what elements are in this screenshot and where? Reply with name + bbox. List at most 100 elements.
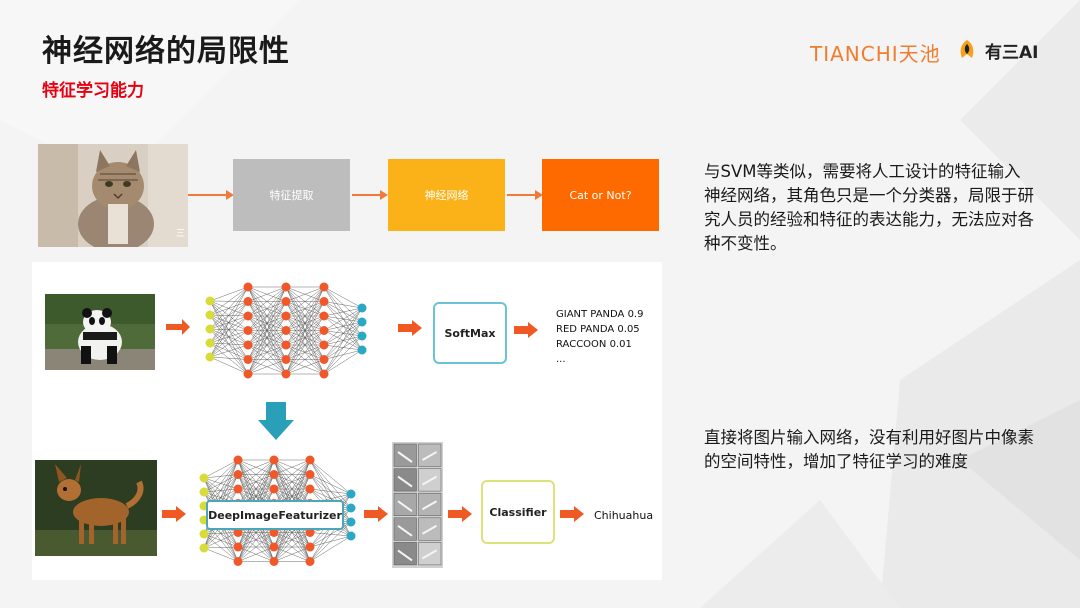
feature-map-stroke <box>422 524 437 535</box>
network-edge <box>209 342 249 375</box>
network-edge <box>209 315 249 358</box>
network-node <box>357 317 367 327</box>
panda-network-layers <box>205 282 367 379</box>
arrow-to-result <box>560 506 584 522</box>
network-node <box>319 355 329 364</box>
network-node <box>305 455 315 465</box>
network-edge <box>323 330 363 351</box>
network-node <box>305 470 315 479</box>
network-edge <box>323 315 363 337</box>
network-edge <box>209 356 249 375</box>
network-edge <box>323 335 363 375</box>
network-edge <box>237 459 275 504</box>
network-node <box>281 326 291 335</box>
network-node <box>233 557 243 566</box>
network-edge <box>209 356 249 360</box>
feature-map-stroke <box>397 549 413 562</box>
network-edge <box>237 459 275 475</box>
feature-map-stroke <box>422 475 437 486</box>
network-edge <box>209 344 249 358</box>
panda-image <box>45 294 155 370</box>
neural-network-box: 神经网络 <box>388 159 505 231</box>
network-edge <box>323 286 363 309</box>
network-node <box>205 352 215 362</box>
network-edge <box>203 532 239 549</box>
network-node <box>281 297 291 306</box>
network-node <box>205 324 215 334</box>
network-node <box>205 310 215 320</box>
network-edge <box>247 286 287 375</box>
network-node <box>305 484 315 494</box>
network-edge <box>247 286 287 317</box>
network-node <box>269 557 279 566</box>
result-label: Chihuahua <box>594 509 654 522</box>
yousan-logo: 有三AI <box>985 43 1039 63</box>
arrow-to-softmax <box>398 320 422 336</box>
network-edge <box>323 307 363 317</box>
feature-extraction-box: 特征提取 <box>233 159 350 231</box>
network-edge <box>203 459 239 479</box>
network-node <box>281 311 291 321</box>
network-node <box>281 340 291 350</box>
paragraph-raw-pixels: 直接将图片输入网络，没有利用好图片中像素的空间特性，增加了特征学习的难度 <box>704 428 1034 471</box>
network-edge <box>323 307 363 331</box>
network-edge <box>309 535 352 562</box>
network-edge <box>323 301 363 323</box>
softmax-box: SoftMax <box>433 302 507 364</box>
network-edge <box>209 328 249 346</box>
network-node <box>346 517 356 527</box>
cat-watermark: 三 <box>176 229 185 239</box>
network-node <box>269 470 279 479</box>
network-node <box>233 528 243 537</box>
prediction-list: GIANT PANDA 0.9 RED PANDA 0.05 RACCOON 0… <box>556 307 643 367</box>
arrow-3 <box>507 190 543 200</box>
network-edge <box>209 286 249 316</box>
down-arrow-icon <box>258 402 294 440</box>
network-edge <box>209 301 249 358</box>
feature-map-cell <box>393 443 417 467</box>
network-edge <box>285 330 325 375</box>
network-node <box>357 345 367 355</box>
network-edge <box>209 314 249 360</box>
prediction-item: GIANT PANDA 0.9 <box>556 309 644 320</box>
network-node <box>346 503 356 513</box>
network-node <box>269 528 279 537</box>
network-edge <box>209 328 249 331</box>
arrow-to-predictions <box>514 322 538 338</box>
network-edge <box>237 459 275 490</box>
network-node <box>357 331 367 341</box>
network-edge <box>309 507 352 562</box>
network-edge <box>209 286 249 302</box>
feature-map-stroke <box>397 524 413 537</box>
arrow-to-classifier <box>448 506 472 522</box>
network-node <box>281 355 291 364</box>
network-edge <box>247 301 287 375</box>
network-edge <box>309 474 352 495</box>
network-node <box>319 311 329 321</box>
network-edge <box>273 459 311 504</box>
network-edge <box>203 459 239 493</box>
network-edge <box>285 286 325 346</box>
feature-map-cell <box>393 492 417 516</box>
network-node <box>233 484 243 494</box>
network-node <box>305 528 315 537</box>
cat-or-not-box: Cat or Not? <box>542 159 659 231</box>
network-edge <box>323 307 363 375</box>
network-edge <box>247 286 287 331</box>
arrow-2 <box>352 190 388 200</box>
network-edge <box>285 286 325 331</box>
network-node <box>346 531 356 541</box>
network-edge <box>285 359 325 375</box>
arrow-1 <box>188 190 234 200</box>
arrow-into-featurizer <box>162 506 186 522</box>
network-edge <box>285 344 325 375</box>
yousan-logo-icon <box>960 40 974 58</box>
network-edge <box>247 286 287 302</box>
network-edge <box>309 474 352 523</box>
network-edge <box>323 315 363 323</box>
network-node <box>243 311 253 321</box>
network-edge <box>309 488 352 495</box>
network-edge <box>285 286 325 360</box>
feature-map-stroke <box>397 500 413 513</box>
network-edge <box>209 300 249 331</box>
